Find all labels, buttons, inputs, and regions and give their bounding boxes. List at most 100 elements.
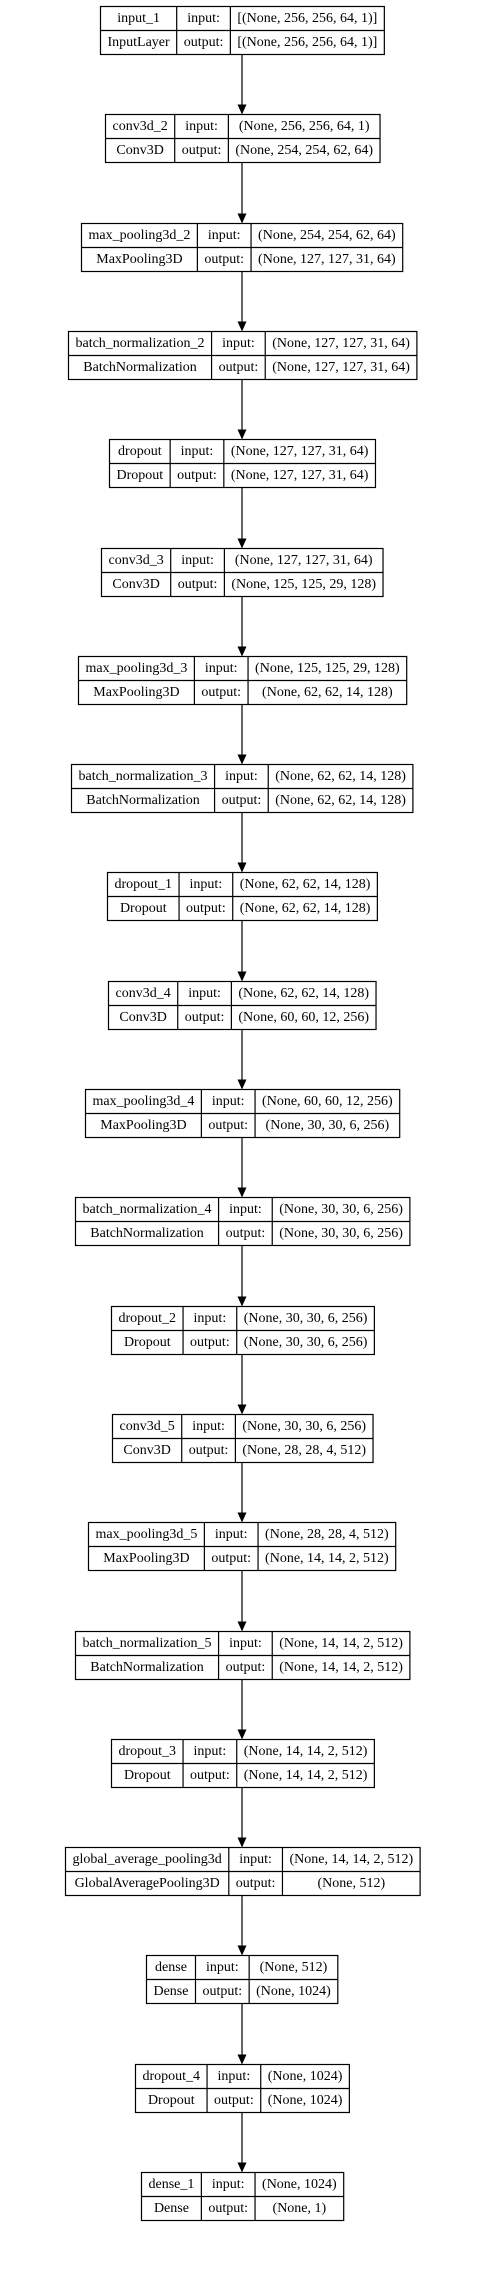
input-label: input:	[229, 1636, 262, 1651]
layer-type: BatchNormalization	[90, 1660, 204, 1675]
output-shape: (None, 127, 127, 31, 64)	[231, 468, 369, 483]
arrow-head-icon	[237, 1296, 247, 1307]
output-label: output:	[214, 2093, 254, 2108]
layer-type: Conv3D	[112, 577, 159, 592]
layer-node: batch_normalization_2BatchNormalizationi…	[67, 330, 418, 381]
layer-type: BatchNormalization	[83, 360, 197, 375]
input-shape: (None, 30, 30, 6, 256)	[244, 1311, 368, 1326]
edge-arrow	[237, 1029, 247, 1090]
layer-type: MaxPooling3D	[93, 685, 179, 700]
layer-type: Dropout	[120, 901, 167, 916]
output-shape: (None, 127, 127, 31, 64)	[272, 360, 410, 375]
output-shape: (None, 62, 62, 14, 128)	[275, 793, 406, 808]
layer-name: conv3d_2	[112, 119, 167, 134]
layer-name: input_1	[117, 11, 160, 26]
input-label: input:	[205, 661, 238, 676]
edge-arrow	[237, 487, 247, 549]
arrow-head-icon	[237, 1079, 247, 1090]
layer-type: GlobalAveragePooling3D	[75, 1876, 220, 1891]
layer-type: Dropout	[124, 1335, 171, 1350]
arrow-head-icon	[237, 1512, 247, 1523]
layer-type: BatchNormalization	[90, 1226, 204, 1241]
input-shape: (None, 62, 62, 14, 128)	[240, 877, 371, 892]
input-label: input:	[222, 336, 255, 351]
layer-name: max_pooling3d_4	[92, 1094, 194, 1109]
output-shape: (None, 127, 127, 31, 64)	[258, 252, 396, 267]
output-label: output:	[202, 1984, 242, 1999]
input-shape: (None, 512)	[260, 1960, 328, 1975]
layer-name: dropout_1	[114, 877, 172, 892]
output-label: output:	[184, 35, 224, 50]
output-label: output:	[201, 685, 241, 700]
arrow-head-icon	[237, 646, 247, 657]
edge-arrow	[237, 1570, 247, 1632]
input-label: input:	[215, 1527, 248, 1542]
input-shape: (None, 14, 14, 2, 512)	[279, 1636, 403, 1651]
arrow-head-icon	[237, 538, 247, 549]
edge-arrow	[237, 1787, 247, 1848]
arrow-head-icon	[237, 1945, 247, 1956]
input-shape: (None, 125, 125, 29, 128)	[255, 661, 400, 676]
layer-name: batch_normalization_5	[82, 1636, 211, 1651]
output-label: output:	[208, 1118, 248, 1133]
output-shape: (None, 125, 125, 29, 128)	[231, 577, 376, 592]
arrow-head-icon	[237, 321, 247, 332]
input-shape: (None, 30, 30, 6, 256)	[279, 1202, 403, 1217]
edge-arrow	[237, 812, 247, 873]
output-shape: (None, 254, 254, 62, 64)	[235, 143, 373, 158]
layer-node: global_average_pooling3dGlobalAveragePoo…	[64, 1846, 421, 1897]
input-label: input:	[181, 444, 214, 459]
layer-name: conv3d_4	[115, 986, 170, 1001]
input-shape: [(None, 256, 256, 64, 1)]	[237, 11, 377, 26]
output-shape: (None, 62, 62, 14, 128)	[262, 685, 393, 700]
output-label: output:	[182, 143, 222, 158]
layer-type: Dense	[154, 2201, 189, 2216]
output-label: output:	[178, 577, 218, 592]
output-shape: (None, 62, 62, 14, 128)	[240, 901, 371, 916]
arrow-head-icon	[237, 971, 247, 982]
input-shape: (None, 62, 62, 14, 128)	[238, 986, 369, 1001]
edge-arrow	[237, 162, 247, 224]
input-shape: (None, 127, 127, 31, 64)	[272, 336, 410, 351]
output-shape: (None, 512)	[317, 1876, 385, 1891]
edge-arrow	[237, 1137, 247, 1198]
layer-type: BatchNormalization	[86, 793, 200, 808]
input-label: input:	[229, 1202, 262, 1217]
input-shape: (None, 28, 28, 4, 512)	[265, 1527, 389, 1542]
input-shape: (None, 1024)	[268, 2069, 343, 2084]
layer-name: dense_1	[148, 2177, 194, 2192]
input-label: input:	[192, 1419, 225, 1434]
output-shape: (None, 28, 28, 4, 512)	[242, 1443, 366, 1458]
layer-node: max_pooling3d_2MaxPooling3Dinput:output:…	[80, 222, 404, 273]
layer-type: MaxPooling3D	[100, 1118, 186, 1133]
output-label: output:	[226, 1660, 266, 1675]
layer-name: batch_normalization_4	[82, 1202, 211, 1217]
layer-type: InputLayer	[107, 35, 170, 50]
edge-arrow	[237, 2003, 247, 2065]
arrow-head-icon	[237, 1837, 247, 1848]
edge-arrow	[237, 271, 247, 332]
input-label: input:	[218, 2069, 251, 2084]
output-label: output:	[208, 2201, 248, 2216]
input-label: input:	[187, 11, 220, 26]
output-shape: (None, 1024)	[256, 1984, 331, 1999]
layer-type: Dense	[153, 1984, 188, 1999]
layer-name: dropout_3	[118, 1744, 176, 1759]
output-shape: (None, 60, 60, 12, 256)	[238, 1010, 369, 1025]
edge-arrow	[237, 596, 247, 657]
output-label: output:	[222, 793, 262, 808]
arrow-head-icon	[237, 1621, 247, 1632]
input-shape: (None, 14, 14, 2, 512)	[244, 1744, 368, 1759]
edge-arrow	[237, 1895, 247, 1956]
input-label: input:	[206, 1960, 239, 1975]
layer-type: Dropout	[124, 1768, 171, 1783]
